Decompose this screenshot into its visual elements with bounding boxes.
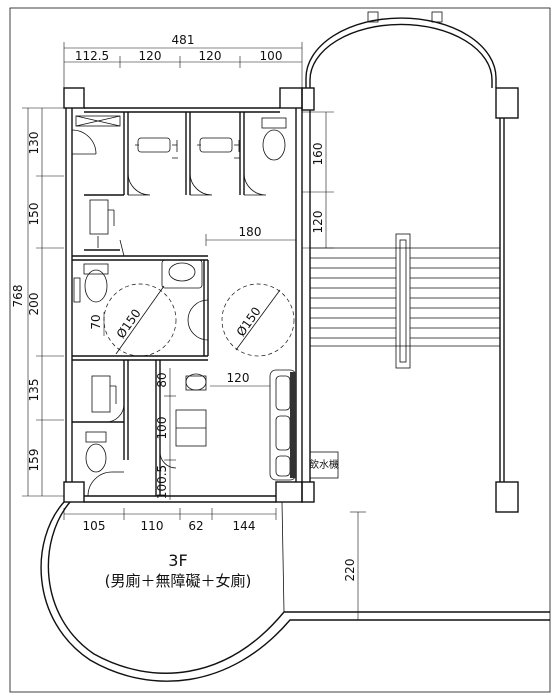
drawing-frame — [9, 7, 551, 693]
dim-stall-2: 100 — [155, 417, 169, 440]
dim-balcony: 220 — [343, 559, 357, 582]
dim-left-3: 200 — [27, 293, 41, 316]
turning-circle-right — [221, 283, 295, 357]
dim-stall-3: 100.5 — [155, 465, 169, 499]
top-stalls — [75, 112, 287, 196]
dim-left-5: 159 — [27, 449, 41, 472]
dim-right-2: 120 — [311, 211, 325, 234]
dim-top-3: 120 — [199, 49, 222, 63]
dim-left-1: 130 — [27, 132, 41, 155]
stairwell — [301, 11, 519, 513]
dim-top-4: 100 — [260, 49, 283, 63]
dimension-lines — [22, 42, 366, 621]
dim-overall-width: 481 — [172, 33, 195, 47]
dim-stall-1: 80 — [155, 372, 169, 387]
dim-left-2: 150 — [27, 203, 41, 226]
dim-corridor: 180 — [239, 225, 262, 239]
balcony — [40, 501, 550, 682]
accessible-room — [72, 255, 295, 361]
corridor — [269, 369, 339, 481]
dim-bottom-1: 105 — [83, 519, 106, 533]
dim-top-1: 112.5 — [75, 49, 109, 63]
women-stalls — [72, 360, 207, 497]
dim-bottom-3: 62 — [188, 519, 203, 533]
fountain-label: 飲水機 — [309, 458, 339, 471]
dim-circle-right: Ø150 — [234, 304, 264, 339]
dim-circle-left: Ø150 — [114, 306, 144, 341]
dim-overall-height: 768 — [11, 285, 25, 308]
floor-label: 3F — [168, 551, 187, 570]
dim-sink-offset: 120 — [227, 371, 250, 385]
dim-top-2: 120 — [139, 49, 162, 63]
dimension-texts: 481 112.5 120 120 100 768 130 150 200 13… — [11, 33, 357, 581]
floor-caption: (男廁＋無障礙＋女廁) — [105, 572, 252, 590]
left-room — [71, 129, 125, 257]
dim-grab-bar: 70 — [89, 314, 103, 329]
dim-bottom-4: 144 — [233, 519, 256, 533]
dim-left-4: 135 — [27, 379, 41, 402]
main-walls — [63, 87, 303, 503]
dim-bottom-2: 110 — [141, 519, 164, 533]
dim-right-1: 160 — [311, 143, 325, 166]
